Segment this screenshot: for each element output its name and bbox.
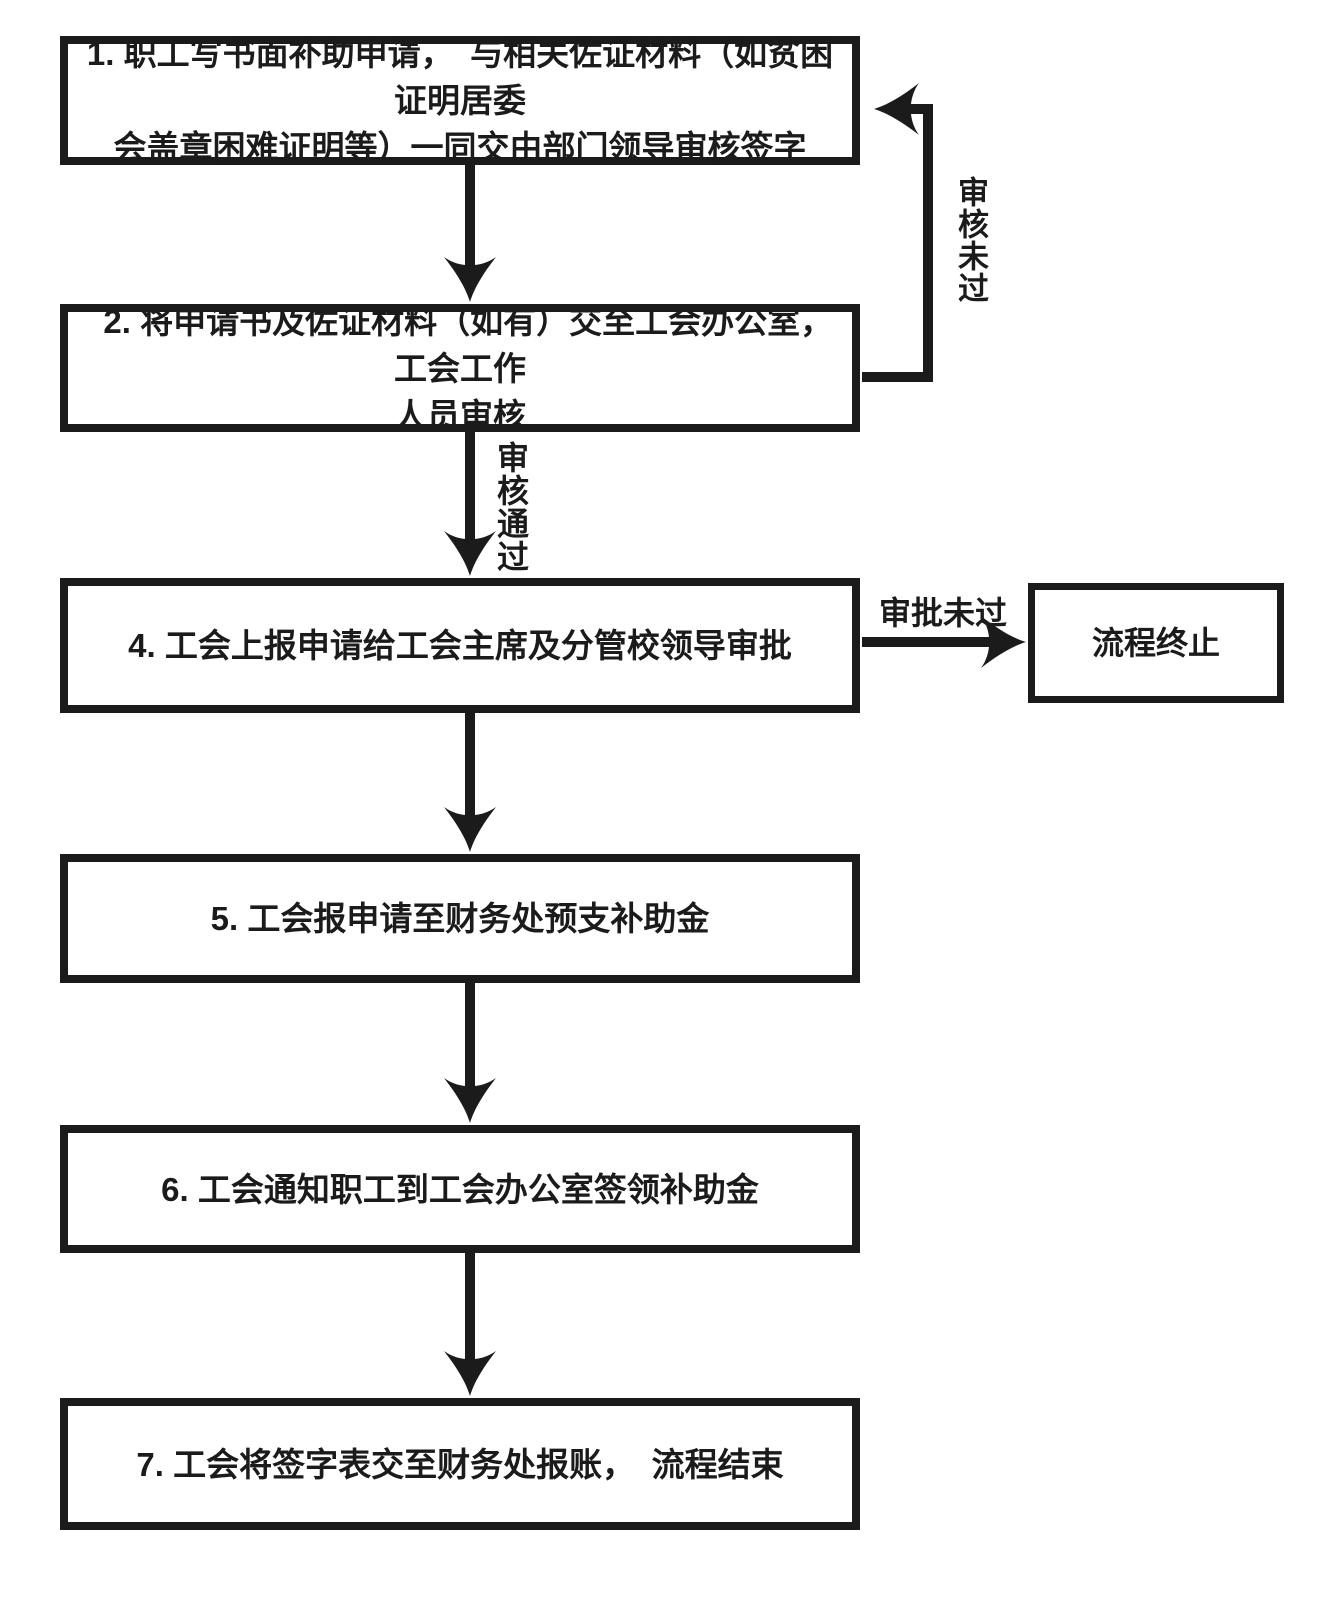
node-terminate-line1: 流程终止	[1091, 624, 1220, 661]
connector-step1-to-step2	[444, 165, 496, 302]
node-step6: 6. 工会通知职工到工会办公室签领补助金	[60, 1125, 860, 1253]
node-terminate: 流程终止	[1028, 583, 1284, 703]
node-step5: 5. 工会报申请至财务处预支补助金	[60, 854, 860, 983]
edge-label-approval-failed: 审批未过	[878, 595, 1007, 631]
connector-step5-to-step6	[444, 983, 496, 1123]
arrowhead-down-icon	[444, 1078, 496, 1123]
node-step4: 4. 工会上报申请给工会主席及分管校领导审批	[60, 578, 860, 713]
edge-label-review-failed: 审核未过	[953, 176, 988, 304]
connector-step6-to-step7	[444, 1253, 496, 1396]
connector-step4-to-step5	[444, 713, 496, 852]
arrowhead-down-icon	[444, 257, 496, 302]
connector-review-failed-loop	[862, 83, 933, 382]
arrowhead-down-icon	[444, 531, 496, 576]
node-step7: 7. 工会将签字表交至财务处报账， 流程结束	[60, 1398, 860, 1530]
node-step2-line2: 人员审核	[394, 396, 526, 434]
arrowhead-down-icon	[444, 1351, 496, 1396]
node-step7-line1: 7. 工会将签字表交至财务处报账， 流程结束	[136, 1445, 784, 1483]
edge-label-review-passed: 审核通过	[493, 441, 529, 573]
arrowhead-left-icon	[874, 83, 919, 135]
node-step1-line1: 1. 职工写书面补助申请， 与相关佐证材料（如贫困证明居委	[86, 35, 834, 119]
connector-step2-to-step4	[444, 432, 496, 576]
node-step1-line2: 会盖章困难证明等）一同交由部门领导审核签字	[113, 129, 807, 166]
node-step4-line1: 4. 工会上报申请给工会主席及分管校领导审批	[128, 627, 792, 664]
node-step2-line1: 2. 将申请书及佐证材料（如有）交至工会办公室， 工会工作	[103, 302, 850, 387]
node-step1: 1. 职工写书面补助申请， 与相关佐证材料（如贫困证明居委 会盖章困难证明等）一…	[60, 35, 860, 166]
node-step6-line1: 6. 工会通知职工到工会办公室签领补助金	[161, 1170, 759, 1208]
node-step2: 2. 将申请书及佐证材料（如有）交至工会办公室， 工会工作 人员审核	[60, 303, 860, 434]
arrowhead-down-icon	[444, 807, 496, 852]
node-step5-line1: 5. 工会报申请至财务处预支补助金	[210, 900, 710, 937]
